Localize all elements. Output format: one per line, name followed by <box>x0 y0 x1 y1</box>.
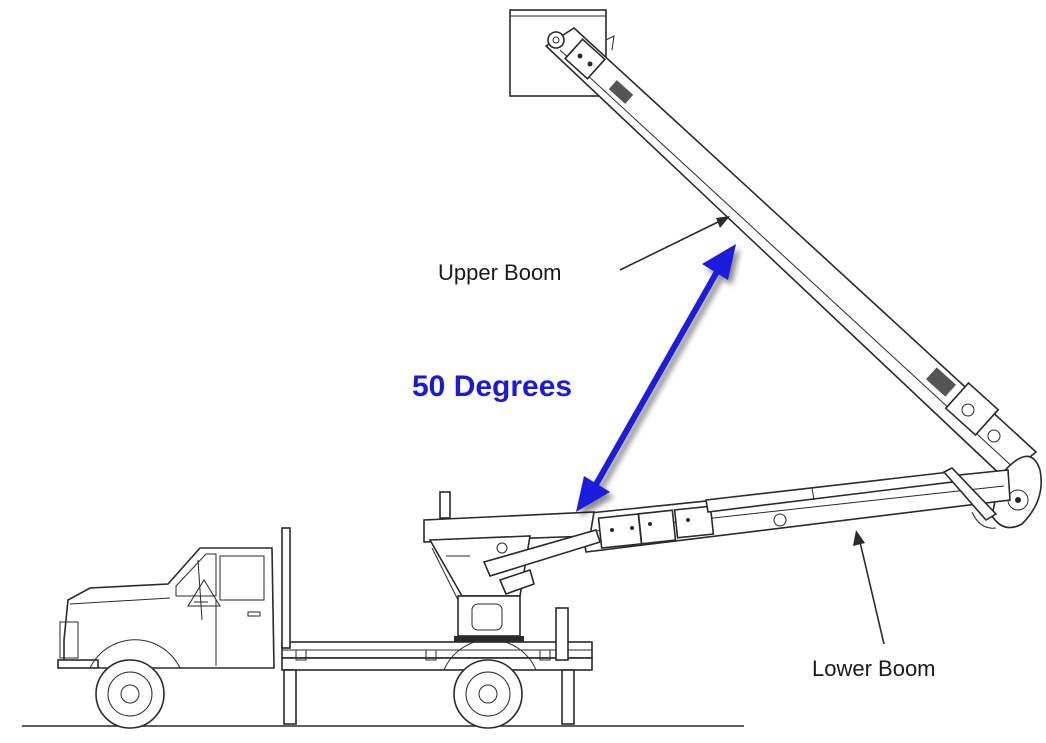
lower-boom <box>579 467 1011 553</box>
truck-cab <box>57 547 275 669</box>
front-wheel <box>89 639 181 729</box>
angle-label: 50 Degrees <box>412 370 572 403</box>
upper-boom-label: Upper Boom <box>438 260 562 285</box>
upper-boom-leader <box>619 216 730 271</box>
angle-arrow <box>576 244 736 512</box>
lower-boom-label: Lower Boom <box>812 656 936 681</box>
turret <box>423 491 602 646</box>
lower-boom-leader <box>853 530 885 645</box>
rear-wheel <box>443 639 537 729</box>
upper-boom <box>544 26 1042 529</box>
truck-bed <box>281 527 593 725</box>
